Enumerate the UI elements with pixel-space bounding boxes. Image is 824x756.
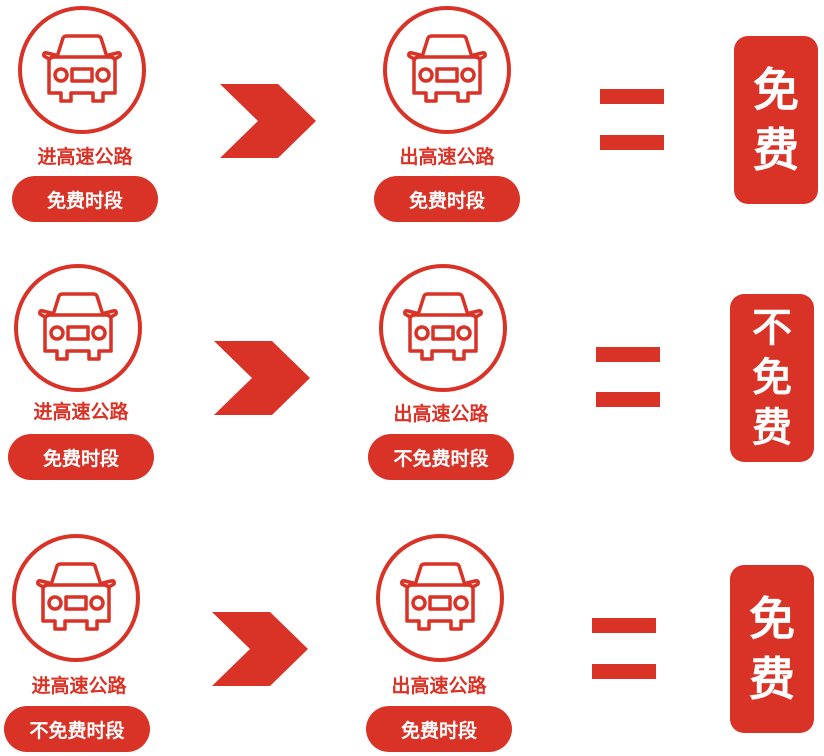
chevron-right-icon	[220, 84, 316, 158]
equals-bar-bottom	[600, 135, 664, 150]
exit-period-pill: 免费时段	[374, 176, 520, 222]
result-badge: 免 费	[730, 565, 814, 733]
exit-label: 出高速公路	[393, 403, 489, 425]
car-front-icon	[11, 533, 141, 663]
exit-period-pill: 免费时段	[366, 706, 512, 752]
equals-sign	[600, 89, 664, 151]
result-char: 费	[753, 123, 799, 177]
result-char: 费	[749, 652, 795, 706]
result-char: 免	[749, 592, 795, 646]
car-front-icon	[13, 263, 143, 393]
entry-period-pill: 免费时段	[12, 176, 158, 222]
car-front-icon	[17, 5, 147, 135]
entry-label: 进高速公路	[37, 146, 133, 168]
exit-label: 出高速公路	[391, 675, 487, 697]
car-front-icon	[382, 5, 512, 135]
entry-label: 进高速公路	[33, 401, 129, 423]
exit-label: 出高速公路	[399, 146, 495, 168]
result-char: 费	[752, 405, 792, 451]
equals-bar-top	[592, 618, 656, 633]
exit-period-pill: 不免费时段	[368, 434, 514, 480]
chevron-right-icon	[212, 612, 308, 686]
equals-sign	[592, 618, 656, 680]
result-char: 免	[752, 355, 792, 401]
entry-period-pill: 免费时段	[8, 434, 154, 480]
result-badge: 免 费	[734, 36, 818, 204]
result-char: 免	[753, 63, 799, 117]
equals-bar-bottom	[596, 392, 660, 407]
result-badge: 不 免 费	[730, 294, 814, 462]
equals-bar-top	[596, 347, 660, 362]
car-front-icon	[378, 263, 508, 393]
entry-period-pill: 不免费时段	[4, 706, 150, 752]
car-front-icon	[375, 533, 505, 663]
result-char: 不	[752, 305, 792, 351]
equals-bar-top	[600, 89, 664, 104]
equals-sign	[596, 347, 660, 409]
equals-bar-bottom	[592, 664, 656, 679]
entry-label: 进高速公路	[31, 675, 127, 697]
chevron-right-icon	[214, 341, 310, 415]
